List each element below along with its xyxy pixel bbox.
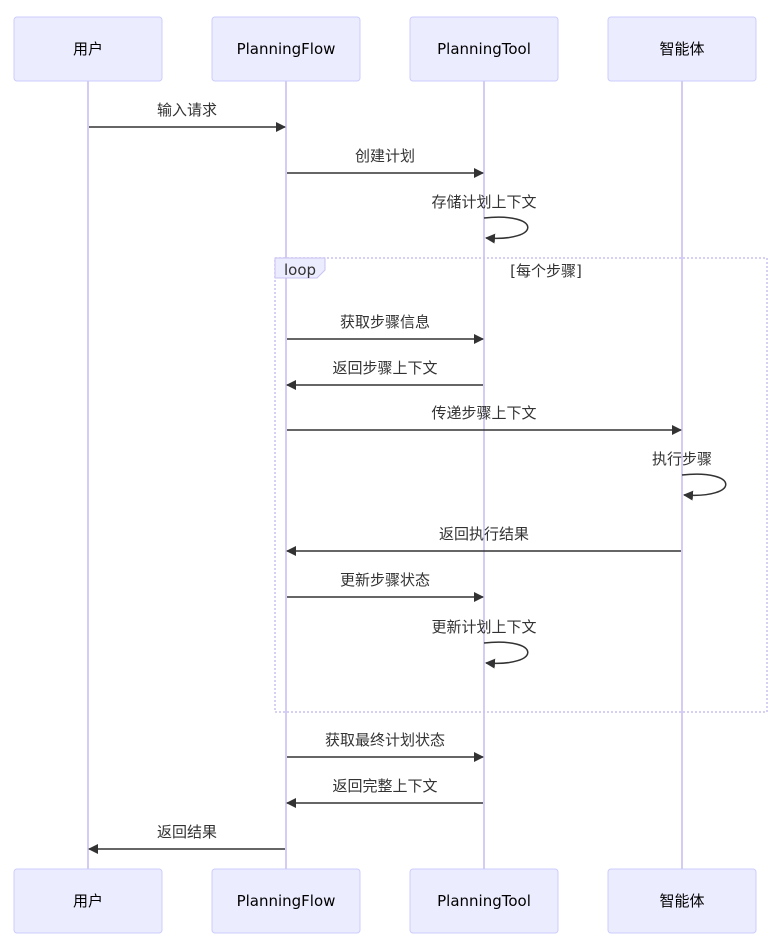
actor-label: 用户 [73, 40, 103, 58]
message-label: 获取最终计划状态 [325, 731, 445, 749]
message-label: 返回完整上下文 [332, 777, 437, 795]
actor-agent-bottom: 智能体 [607, 868, 757, 934]
message-13: 返回结果 [88, 823, 285, 854]
message-label: 返回执行结果 [439, 525, 529, 543]
message-label: 传递步骤上下文 [431, 404, 536, 422]
actor-tool-bottom: PlanningTool [409, 868, 559, 934]
lifelines [87, 81, 683, 869]
message-label: 返回步骤上下文 [332, 359, 437, 377]
actor-box [211, 868, 361, 934]
message-2: 创建计划 [287, 147, 484, 178]
actor-label: PlanningFlow [237, 892, 336, 910]
actor-box [607, 868, 757, 934]
loop-condition: [每个步骤] [510, 262, 582, 280]
actor-tool-top: PlanningTool [409, 16, 559, 82]
message-9: 更新步骤状态 [287, 571, 484, 602]
message-label: 返回结果 [157, 823, 217, 841]
self-message-arrow [483, 641, 529, 669]
self-message-arrow [681, 473, 727, 501]
message-4: 获取步骤信息 [287, 313, 484, 344]
actor-user-top: 用户 [13, 16, 163, 82]
message-5: 返回步骤上下文 [286, 359, 483, 390]
message-label: 存储计划上下文 [431, 193, 536, 211]
message-label: 输入请求 [157, 101, 217, 119]
actor-box [13, 868, 163, 934]
message-label: 更新计划上下文 [431, 618, 536, 636]
message-11: 获取最终计划状态 [287, 731, 484, 762]
message-3: 存储计划上下文 [431, 193, 537, 244]
message-12: 返回完整上下文 [286, 777, 483, 808]
actor-box [13, 16, 163, 82]
actor-flow-top: PlanningFlow [211, 16, 361, 82]
actor-box [409, 16, 559, 82]
loop-tab [274, 257, 326, 279]
actor-flow-bottom: PlanningFlow [211, 868, 361, 934]
message-7: 执行步骤 [652, 450, 727, 501]
actor-box [607, 16, 757, 82]
loop-frame: loop [每个步骤] [274, 257, 768, 713]
self-message-arrow [483, 216, 529, 244]
actor-label: PlanningTool [437, 892, 531, 910]
message-label: 更新步骤状态 [340, 571, 430, 589]
message-label: 执行步骤 [652, 450, 712, 468]
message-label: 获取步骤信息 [340, 313, 430, 331]
actor-agent-top: 智能体 [607, 16, 757, 82]
actor-label: PlanningTool [437, 40, 531, 58]
message-6: 传递步骤上下文 [287, 404, 682, 435]
actor-label: 用户 [73, 892, 103, 910]
message-1: 输入请求 [89, 101, 286, 132]
actor-user-bottom: 用户 [13, 868, 163, 934]
actors-bottom: 用户 PlanningFlow PlanningTool 智能体 [13, 868, 757, 934]
message-8: 返回执行结果 [286, 525, 681, 556]
message-10: 更新计划上下文 [431, 618, 537, 669]
message-label: 创建计划 [355, 147, 415, 165]
actor-box [211, 16, 361, 82]
loop-box [274, 257, 768, 713]
loop-label: loop [284, 261, 316, 279]
actors-top: 用户 PlanningFlow PlanningTool 智能体 [13, 16, 757, 82]
actor-label: PlanningFlow [237, 40, 336, 58]
messages: 输入请求创建计划存储计划上下文获取步骤信息返回步骤上下文传递步骤上下文执行步骤返… [88, 101, 727, 854]
actor-label: 智能体 [659, 40, 704, 58]
actor-label: 智能体 [659, 892, 704, 910]
actor-box [409, 868, 559, 934]
